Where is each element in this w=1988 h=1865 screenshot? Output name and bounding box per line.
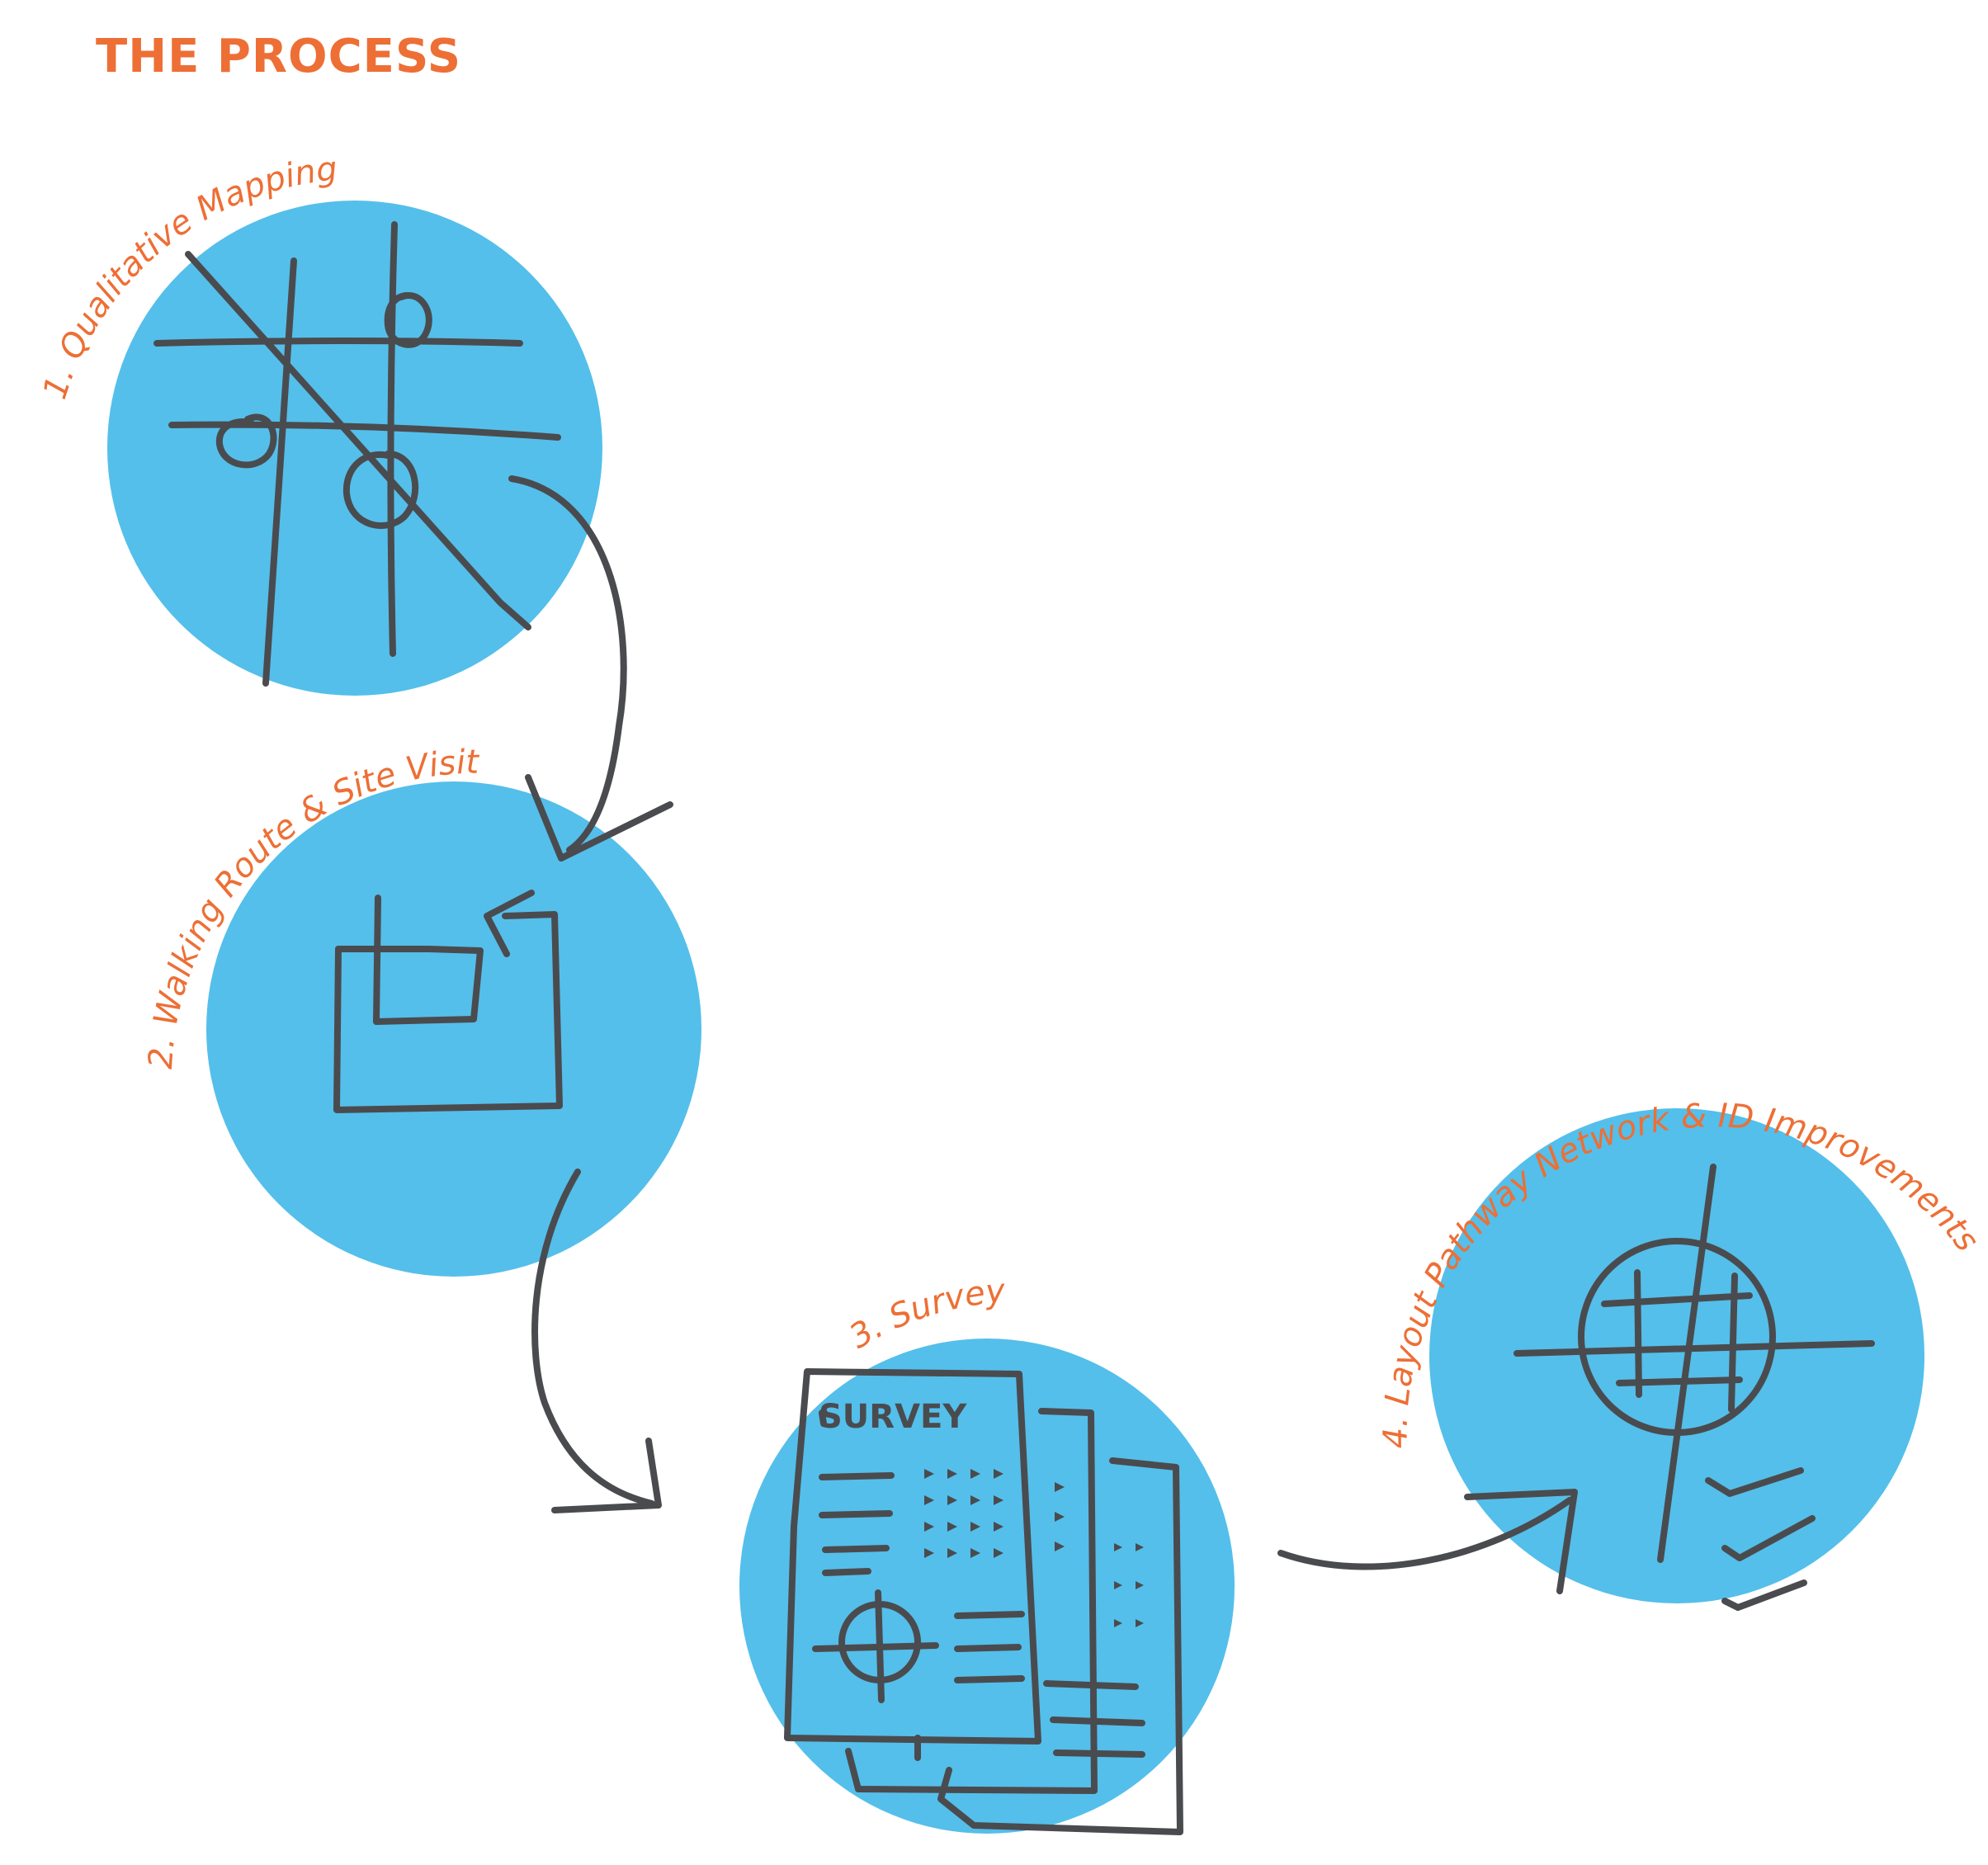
arrow-step2-to-step3 [531,1169,662,1513]
survey-documents-icon: SURVEY [784,1368,1183,1835]
step-2-circle [206,781,701,1277]
step-1-circle [107,201,602,696]
survey-document-heading: SURVEY [819,1398,967,1436]
street-grid-sketch-icon [153,221,561,687]
page-title: THE PROCESS [96,30,462,83]
arrow-step1-to-step2 [508,475,673,862]
step-3-circle [739,1339,1235,1834]
walking-route-loop-icon [333,890,563,1113]
survey-checkbox-marks [924,1469,1144,1627]
network-target-checklist-icon [1513,1164,1875,1611]
arrow-step3-to-step4 [1277,1489,1578,1594]
step-4-circle [1429,1108,1924,1603]
